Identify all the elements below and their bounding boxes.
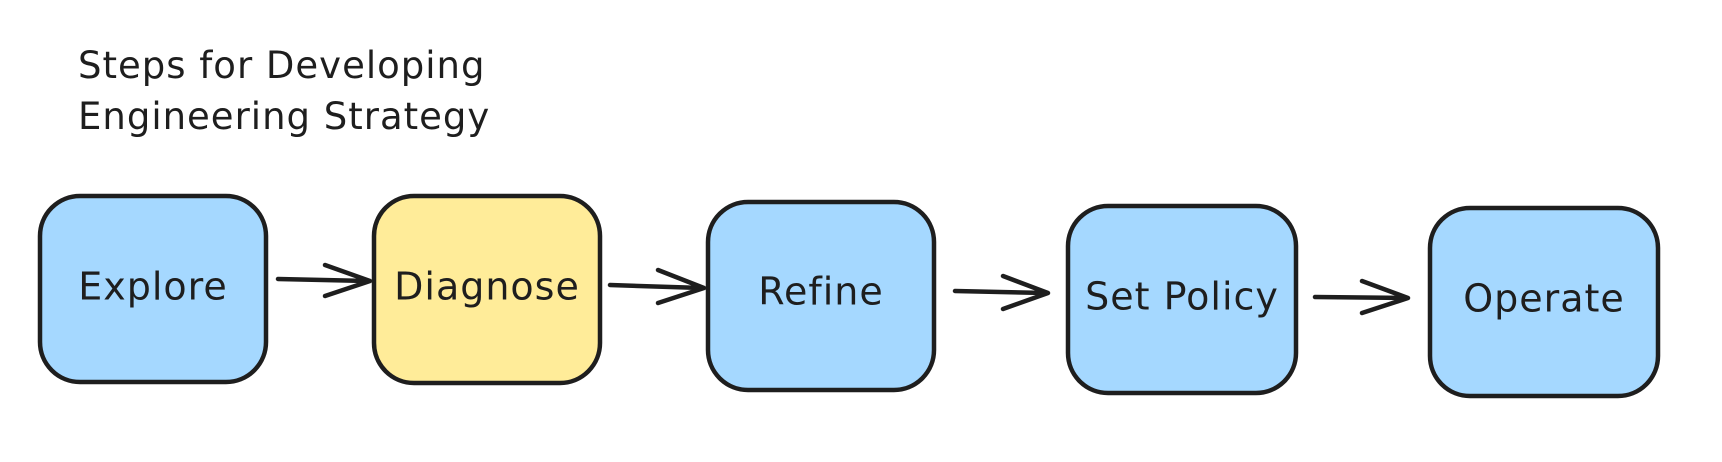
step-set-policy: Set Policy — [1065, 203, 1299, 396]
step-operate: Operate — [1427, 205, 1661, 399]
arrow-head — [322, 262, 373, 299]
diagram-title-line-1: Steps for Developing — [78, 44, 486, 87]
step-box-refine — [705, 199, 937, 393]
step-label-operate: Operate — [1463, 277, 1625, 321]
step-label-refine: Refine — [758, 270, 883, 314]
step-box-explore — [37, 193, 269, 385]
arrow-head — [1000, 273, 1051, 312]
arrow-refine-to-set-policy — [952, 273, 1051, 312]
diagram-title: Steps for Developing Engineering Strateg… — [78, 40, 490, 142]
step-label-explore: Explore — [78, 265, 228, 309]
step-box-operate — [1427, 205, 1661, 399]
arrow-line — [952, 288, 1049, 296]
step-label-set-policy: Set Policy — [1085, 275, 1279, 319]
diagram-title-line-2: Engineering Strategy — [78, 95, 491, 138]
step-box-diagnose — [371, 193, 603, 386]
step-label-diagnose: Diagnose — [394, 265, 580, 309]
step-diagnose: Diagnose — [371, 193, 603, 386]
step-explore: Explore — [37, 193, 269, 385]
arrow-head — [655, 267, 707, 306]
step-box-set-policy — [1065, 203, 1299, 396]
arrow-set-policy-to-operate — [1312, 278, 1411, 316]
step-refine: Refine — [705, 199, 937, 393]
arrow-line — [275, 276, 371, 284]
arrow-line — [607, 282, 705, 291]
arrow-explore-to-diagnose — [275, 262, 373, 299]
arrow-head — [1359, 278, 1411, 316]
arrow-line — [1312, 294, 1409, 301]
arrow-diagnose-to-refine — [607, 267, 707, 306]
